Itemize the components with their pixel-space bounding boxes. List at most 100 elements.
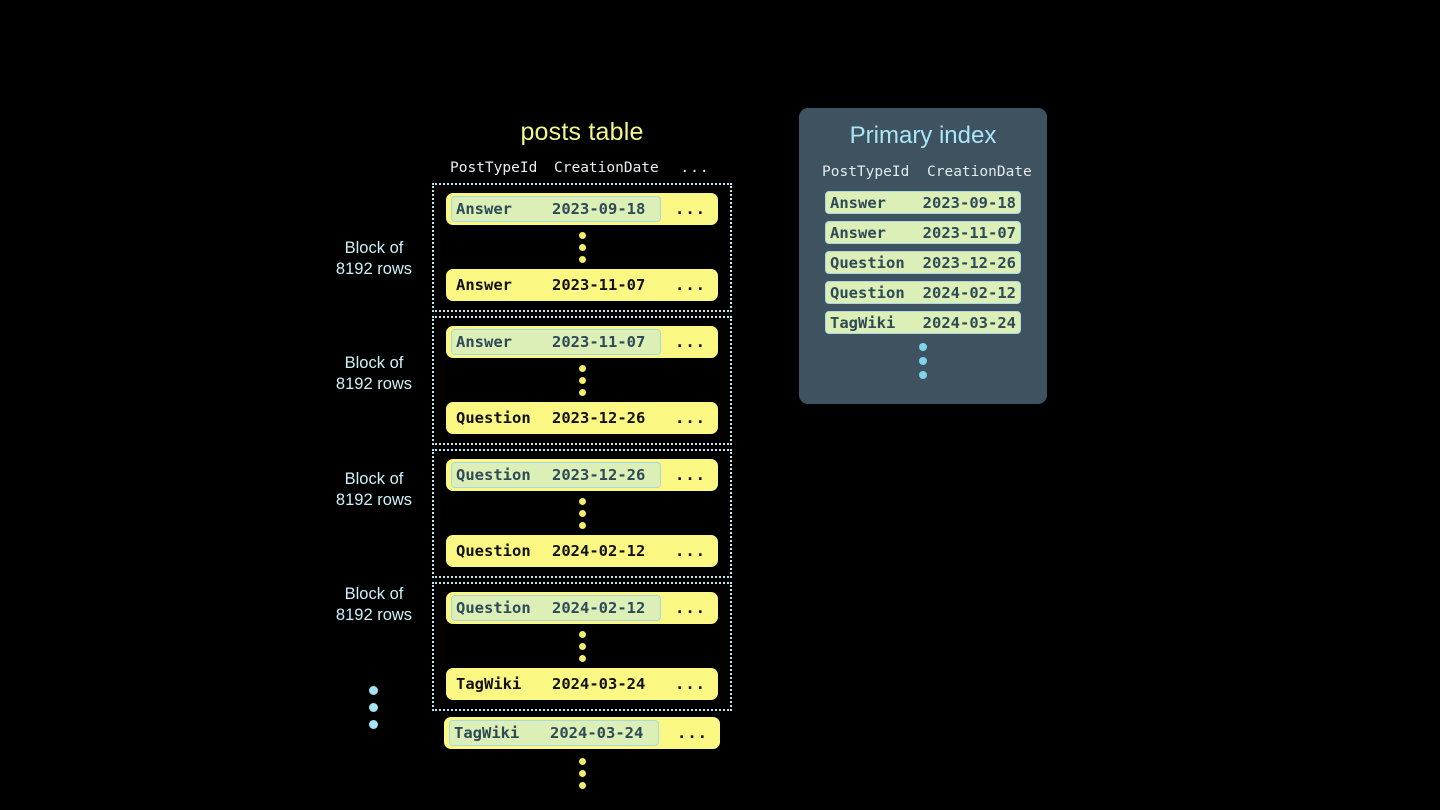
cell-creationdate: 2023-09-18 (552, 200, 646, 218)
block-label-1: Block of 8192 rows (299, 238, 449, 280)
cell-creationdate: 2024-02-12 (922, 283, 1016, 302)
cell-posttypeid: Answer (456, 333, 512, 351)
primary-index-panel: Primary index PostTypeId CreationDate An… (799, 108, 1047, 404)
rows-omitted-dots (446, 358, 718, 402)
column-header-posttypeid: PostTypeId (822, 164, 910, 180)
cell-posttypeid: Question (456, 466, 531, 484)
cell-creationdate: 2023-09-18 (922, 193, 1016, 212)
cell-creationdate: 2023-11-07 (552, 333, 646, 351)
posts-table: posts table PostTypeId CreationDate ... … (432, 118, 732, 797)
table-continues-dots (369, 686, 378, 729)
cell-posttypeid: Question (456, 599, 531, 617)
cell-more: ... (677, 724, 708, 742)
block-label-4-line2: 8192 rows (335, 606, 413, 624)
cell-posttypeid: TagWiki (830, 313, 896, 332)
block-label-2-line2: 8192 rows (335, 375, 413, 393)
table-row: Question 2023-12-26 ... (446, 459, 718, 491)
cell-creationdate: 2024-02-12 (552, 542, 646, 560)
cell-creationdate: 2024-03-24 (550, 724, 644, 742)
index-row: TagWiki 2024-03-24 (825, 311, 1021, 334)
rows-omitted-dots (446, 225, 718, 269)
primary-index-rows: Answer 2023-09-18 Answer 2023-11-07 Ques… (799, 191, 1047, 334)
cell-more: ... (675, 599, 706, 617)
cell-posttypeid: Answer (456, 200, 512, 218)
block-label-3-line2: 8192 rows (335, 491, 413, 509)
block-label-1-line1: Block of (344, 239, 404, 257)
column-header-creationdate: CreationDate (927, 164, 1032, 180)
block-label-1-line2: 8192 rows (335, 260, 413, 278)
cell-creationdate: 2024-03-24 (552, 675, 646, 693)
row-cells: Answer 2023-11-07 (451, 272, 661, 298)
rows-omitted-dots (444, 749, 720, 797)
cell-posttypeid: Question (830, 253, 905, 272)
cell-posttypeid: Answer (830, 193, 886, 212)
primary-index-title: Primary index (849, 122, 997, 149)
cell-creationdate: 2023-11-07 (922, 223, 1016, 242)
table-row: Question 2023-12-26 ... (446, 402, 718, 434)
cell-more: ... (675, 675, 706, 693)
table-row: Answer 2023-11-07 ... (446, 269, 718, 301)
block-label-3-line1: Block of (344, 470, 404, 488)
block-label-3: Block of 8192 rows (299, 469, 449, 511)
cell-more: ... (675, 200, 706, 218)
block-3: Question 2023-12-26 ... Question 2024-02… (432, 449, 732, 578)
table-row: Question 2024-02-12 ... (446, 592, 718, 624)
column-header-posttypeid: PostTypeId (450, 160, 538, 176)
dot (369, 703, 378, 712)
block-label-2: Block of 8192 rows (299, 353, 449, 395)
column-header-creationdate: CreationDate (554, 160, 659, 176)
block-label-4-line1: Block of (344, 585, 404, 603)
index-continues-dots (799, 343, 1047, 379)
block-1: Answer 2023-09-18 ... Answer 2023-11-07 … (432, 183, 732, 312)
index-row: Question 2024-02-12 (825, 281, 1021, 304)
row-key-cells: Question 2023-12-26 (451, 462, 661, 488)
block-2: Answer 2023-11-07 ... Question 2023-12-2… (432, 316, 732, 445)
cell-more: ... (675, 276, 706, 294)
row-cells: TagWiki 2024-03-24 (451, 671, 661, 697)
block-label-2-line1: Block of (344, 354, 404, 372)
cell-posttypeid: Question (456, 542, 531, 560)
primary-index-column-headers: PostTypeId CreationDate (799, 164, 1047, 180)
cell-creationdate: 2023-12-26 (552, 466, 646, 484)
index-row: Answer 2023-09-18 (825, 191, 1021, 214)
dot (919, 357, 927, 365)
index-row: Answer 2023-11-07 (825, 221, 1021, 244)
row-cells: Question 2024-02-12 (451, 538, 661, 564)
row-cells: Question 2023-12-26 (451, 405, 661, 431)
dot (919, 371, 927, 379)
cell-posttypeid: Question (830, 283, 905, 302)
trailing-block: TagWiki 2024-03-24 ... (432, 717, 732, 797)
posts-table-column-headers: PostTypeId CreationDate ... (432, 160, 732, 176)
table-row: Question 2024-02-12 ... (446, 535, 718, 567)
cell-more: ... (675, 333, 706, 351)
block-4: Question 2024-02-12 ... TagWiki 2024-03-… (432, 582, 732, 711)
table-row: Answer 2023-11-07 ... (446, 326, 718, 358)
posts-table-blocks: Answer 2023-09-18 ... Answer 2023-11-07 … (432, 183, 732, 797)
row-key-cells: Answer 2023-09-18 (451, 196, 661, 222)
block-label-4: Block of 8192 rows (299, 584, 449, 626)
column-header-more: ... (680, 160, 710, 176)
cell-creationdate: 2023-11-07 (552, 276, 646, 294)
table-row: TagWiki 2024-03-24 ... (444, 717, 720, 749)
row-key-cells: TagWiki 2024-03-24 (449, 720, 659, 746)
cell-creationdate: 2023-12-26 (922, 253, 1016, 272)
dot (919, 343, 927, 351)
cell-creationdate: 2023-12-26 (552, 409, 646, 427)
cell-posttypeid: Question (456, 409, 531, 427)
cell-creationdate: 2024-03-24 (922, 313, 1016, 332)
cell-more: ... (675, 542, 706, 560)
dot (369, 720, 378, 729)
row-key-cells: Answer 2023-11-07 (451, 329, 661, 355)
cell-more: ... (675, 466, 706, 484)
cell-more: ... (675, 409, 706, 427)
dot (369, 686, 378, 695)
index-row: Question 2023-12-26 (825, 251, 1021, 274)
table-row: Answer 2023-09-18 ... (446, 193, 718, 225)
cell-creationdate: 2024-02-12 (552, 599, 646, 617)
cell-posttypeid: Answer (456, 276, 512, 294)
rows-omitted-dots (446, 624, 718, 668)
cell-posttypeid: TagWiki (454, 724, 520, 742)
cell-posttypeid: Answer (830, 223, 886, 242)
row-key-cells: Question 2024-02-12 (451, 595, 661, 621)
